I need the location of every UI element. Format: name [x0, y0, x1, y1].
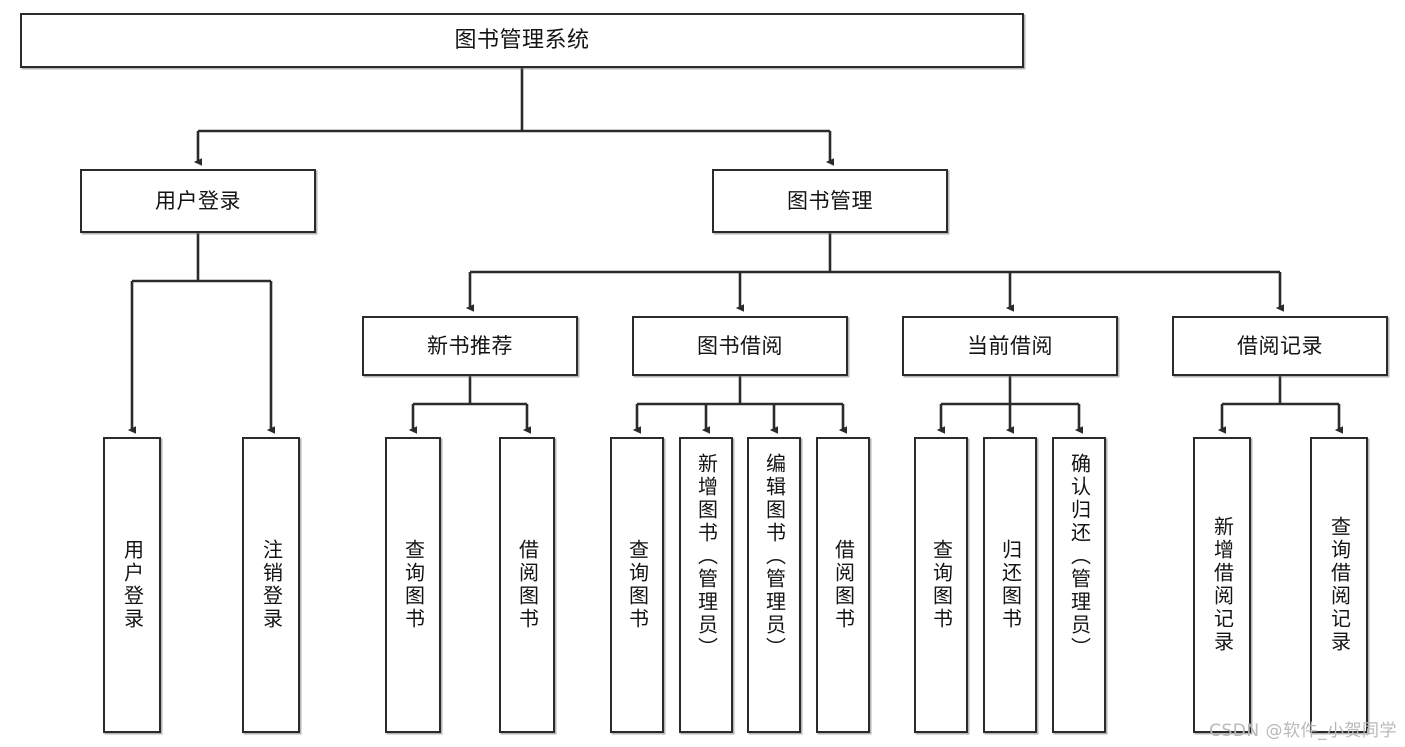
node-current-borrow[interactable]: 当前借阅	[902, 316, 1118, 376]
node-new-book-recommend-label: 新书推荐	[427, 333, 513, 358]
node-leaf-user-login-label: 用户登录	[120, 539, 145, 631]
node-leaf-query-book-3-label: 查询图书	[929, 539, 954, 631]
node-leaf-query-borrow-record-label: 查询借阅记录	[1327, 516, 1352, 654]
node-leaf-add-book-admin-label: 新增图书（管理员）	[694, 453, 719, 660]
node-leaf-add-book-admin[interactable]: 新增图书（管理员）	[679, 437, 733, 733]
node-leaf-return-book[interactable]: 归还图书	[983, 437, 1037, 733]
node-book-borrow[interactable]: 图书借阅	[632, 316, 848, 376]
node-leaf-query-book-2-label: 查询图书	[625, 539, 650, 631]
node-root[interactable]: 图书管理系统	[20, 13, 1024, 68]
node-root-label: 图书管理系统	[454, 27, 590, 53]
node-borrow-record-label: 借阅记录	[1237, 333, 1323, 358]
node-new-book-recommend[interactable]: 新书推荐	[362, 316, 578, 376]
node-leaf-logout[interactable]: 注销登录	[242, 437, 300, 733]
node-leaf-add-borrow-record[interactable]: 新增借阅记录	[1193, 437, 1251, 733]
node-leaf-edit-book-admin-label: 编辑图书（管理员）	[762, 453, 787, 660]
node-user-login[interactable]: 用户登录	[80, 169, 316, 233]
node-leaf-edit-book-admin[interactable]: 编辑图书（管理员）	[747, 437, 801, 733]
node-leaf-query-borrow-record[interactable]: 查询借阅记录	[1310, 437, 1368, 733]
node-leaf-query-book-1-label: 查询图书	[401, 539, 426, 631]
node-leaf-return-book-label: 归还图书	[998, 539, 1023, 631]
node-leaf-user-login[interactable]: 用户登录	[103, 437, 161, 733]
node-leaf-confirm-return-admin[interactable]: 确认归还（管理员）	[1052, 437, 1106, 733]
node-leaf-add-borrow-record-label: 新增借阅记录	[1210, 516, 1235, 654]
node-leaf-borrow-book-1-label: 借阅图书	[515, 539, 540, 631]
node-leaf-borrow-book-2-label: 借阅图书	[831, 539, 856, 631]
node-leaf-borrow-book-2[interactable]: 借阅图书	[816, 437, 870, 733]
node-book-management-label: 图书管理	[787, 188, 873, 213]
node-book-management[interactable]: 图书管理	[712, 169, 948, 233]
node-leaf-query-book-3[interactable]: 查询图书	[914, 437, 968, 733]
node-leaf-query-book-2[interactable]: 查询图书	[610, 437, 664, 733]
node-leaf-confirm-return-admin-label: 确认归还（管理员）	[1067, 453, 1092, 660]
node-current-borrow-label: 当前借阅	[967, 333, 1053, 358]
node-leaf-borrow-book-1[interactable]: 借阅图书	[499, 437, 555, 733]
node-borrow-record[interactable]: 借阅记录	[1172, 316, 1388, 376]
node-leaf-query-book-1[interactable]: 查询图书	[385, 437, 441, 733]
watermark-text: CSDN @软件_小贺同学	[1209, 721, 1397, 741]
node-leaf-logout-label: 注销登录	[259, 539, 284, 631]
node-user-login-label: 用户登录	[155, 188, 241, 213]
node-book-borrow-label: 图书借阅	[697, 333, 783, 358]
